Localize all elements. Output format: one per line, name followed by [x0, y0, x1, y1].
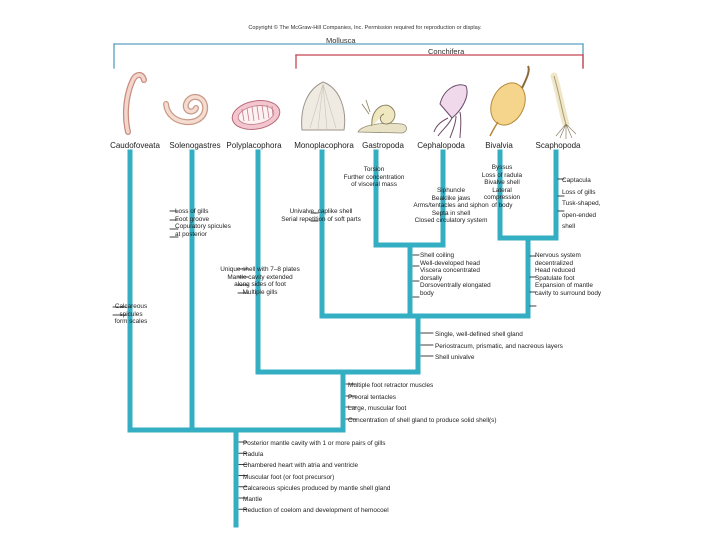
- monoplacophoran-shell-icon: [301, 81, 346, 131]
- traits-polyplacophora: Unique shell with 7–8 plates Mantle cavi…: [220, 266, 300, 296]
- tree-branches: [127, 149, 559, 528]
- traits-solenogastres: Loss of gills Foot groove Copulatory spi…: [175, 208, 231, 238]
- traits-cephalopoda: Siphuncle Beaklike jaws Arms/tentacles a…: [413, 187, 489, 225]
- traits-bivalvia-scaphopoda: Nervous system decentralized Head reduce…: [535, 252, 602, 297]
- traits-chitons-conchifera: Multiple foot retractor muscles Preoral …: [348, 382, 497, 424]
- group-brackets: [113, 43, 584, 69]
- traits-bivalvia: Byssus Loss of radula Bivalve shell Late…: [481, 164, 523, 209]
- solenogastres-worm-icon: [163, 93, 209, 126]
- conchifera-group-label: Conchifera: [425, 48, 468, 56]
- scaphopod-tusk-icon: [550, 72, 577, 139]
- traits-caudofoveata: Calcareous spicules form scales: [114, 303, 148, 326]
- traits-gastropoda: Torsion Further concentration of viscera…: [343, 166, 405, 189]
- taxon-label-bivalvia: Bivalvia: [485, 141, 513, 150]
- traits-conchifera: Single, well-defined shell gland Periost…: [435, 331, 563, 361]
- squid-icon: [433, 84, 468, 139]
- traits-gastropoda-cephalopoda: Shell coiling Well-developed head Viscer…: [420, 252, 491, 297]
- traits-scaphopoda: Captacula Loss of gills Tusk-shaped, ope…: [562, 177, 601, 230]
- copyright-notice: Copyright © The McGraw-Hill Companies, I…: [248, 25, 482, 31]
- traits-mollusca: Posterior mantle cavity with 1 or more p…: [243, 440, 391, 515]
- character-ticks: [112, 178, 565, 510]
- taxon-illustrations: [122, 65, 577, 139]
- caudofoveata-worm-icon: [122, 72, 147, 135]
- taxon-label-solenogastres: Solenogastres: [169, 141, 221, 150]
- mollusca-group-label: Mollusca: [323, 37, 359, 45]
- taxon-label-gastropoda: Gastropoda: [362, 141, 404, 150]
- gastropod-snail-icon: [357, 99, 407, 134]
- traits-monoplacophora: Univalve, caplike shell Serial repetitio…: [281, 208, 361, 223]
- taxon-label-scaphopoda: Scaphopoda: [535, 141, 581, 150]
- bivalve-clam-icon: [489, 65, 530, 137]
- taxon-label-caudofoveata: Caudofoveata: [110, 141, 160, 150]
- taxon-label-monoplacophora: Monoplacophora: [294, 141, 354, 150]
- taxon-label-cephalopoda: Cephalopoda: [417, 141, 465, 150]
- taxon-label-polyplacophora: Polyplacophora: [226, 141, 282, 150]
- chiton-icon: [231, 100, 281, 130]
